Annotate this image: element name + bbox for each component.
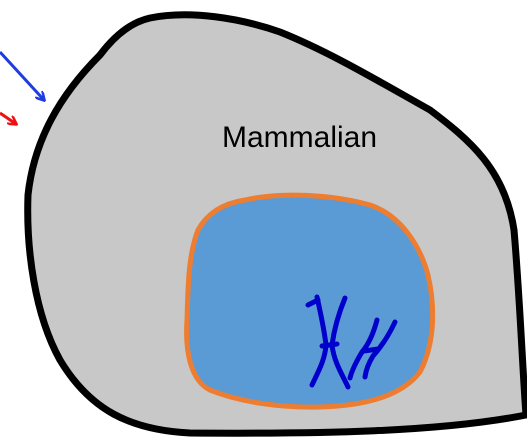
cell-label: Mammalian <box>222 121 377 154</box>
arrow-red-icon <box>0 113 16 124</box>
nucleus <box>187 195 433 407</box>
arrow-blue-icon <box>0 52 44 100</box>
